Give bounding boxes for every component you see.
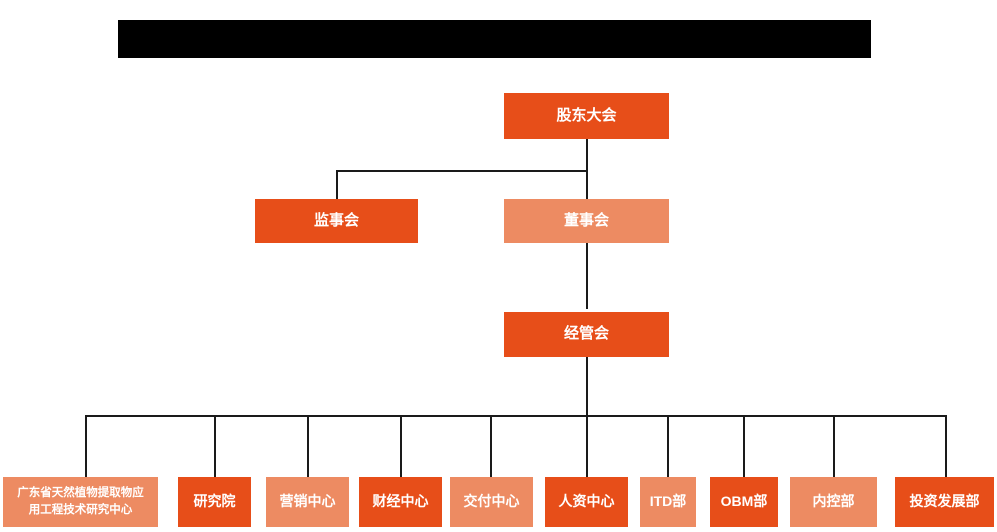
node-label: 交付中心 bbox=[463, 493, 520, 510]
node-label: 财经中心 bbox=[372, 493, 429, 510]
node-label: 人资中心 bbox=[558, 493, 615, 510]
node-label: 股东大会 bbox=[556, 106, 617, 124]
connector-to-dept10 bbox=[945, 415, 947, 477]
connector-to-board bbox=[586, 170, 588, 200]
connector-level2-bus bbox=[336, 170, 588, 172]
node-dept-marketing-center[interactable]: 营销中心 bbox=[266, 477, 349, 527]
node-label: 投资发展部 bbox=[909, 493, 980, 510]
connector-departments-bus bbox=[85, 415, 947, 417]
connector-to-dept3 bbox=[307, 415, 309, 477]
connector-to-dept6 bbox=[586, 415, 588, 477]
node-board-of-directors[interactable]: 董事会 bbox=[504, 199, 669, 243]
connector-shareholders-down bbox=[586, 139, 588, 171]
connector-to-dept5 bbox=[490, 415, 492, 477]
node-dept-investment-development[interactable]: 投资发展部 bbox=[895, 477, 994, 527]
node-dept-research-institute[interactable]: 研究院 bbox=[178, 477, 251, 527]
node-management-committee[interactable]: 经管会 bbox=[504, 312, 669, 357]
node-label: ITD部 bbox=[649, 493, 687, 510]
node-dept-delivery-center[interactable]: 交付中心 bbox=[450, 477, 533, 527]
node-dept-hr-center[interactable]: 人资中心 bbox=[545, 477, 628, 527]
node-label: 监事会 bbox=[313, 211, 359, 229]
connector-to-supervisors bbox=[336, 170, 338, 200]
node-supervisory-board[interactable]: 监事会 bbox=[255, 199, 418, 243]
node-dept-finance-center[interactable]: 财经中心 bbox=[359, 477, 442, 527]
node-dept-guangdong-research-center[interactable]: 广东省天然植物提取物应 用工程技术研究中心 bbox=[3, 477, 158, 527]
node-label: 内控部 bbox=[812, 493, 855, 510]
node-label: 研究院 bbox=[193, 493, 236, 510]
node-dept-obm[interactable]: OBM部 bbox=[710, 477, 778, 527]
connector-to-dept4 bbox=[400, 415, 402, 477]
node-label: 董事会 bbox=[563, 211, 609, 229]
connector-management-down bbox=[586, 357, 588, 416]
node-label: 经管会 bbox=[563, 325, 609, 343]
connector-to-dept8 bbox=[743, 415, 745, 477]
node-shareholders-meeting[interactable]: 股东大会 bbox=[504, 93, 669, 139]
connector-to-dept1 bbox=[85, 415, 87, 477]
connector-to-dept7 bbox=[667, 415, 669, 477]
redacted-title-banner bbox=[118, 20, 871, 58]
node-dept-itd[interactable]: ITD部 bbox=[640, 477, 696, 527]
node-label: OBM部 bbox=[720, 493, 768, 510]
connector-to-dept9 bbox=[833, 415, 835, 477]
node-label: 营销中心 bbox=[279, 493, 336, 510]
node-dept-internal-control[interactable]: 内控部 bbox=[790, 477, 877, 527]
connector-board-to-management bbox=[586, 243, 588, 309]
node-label: 广东省天然植物提取物应 用工程技术研究中心 bbox=[17, 487, 144, 516]
connector-to-dept2 bbox=[214, 415, 216, 477]
